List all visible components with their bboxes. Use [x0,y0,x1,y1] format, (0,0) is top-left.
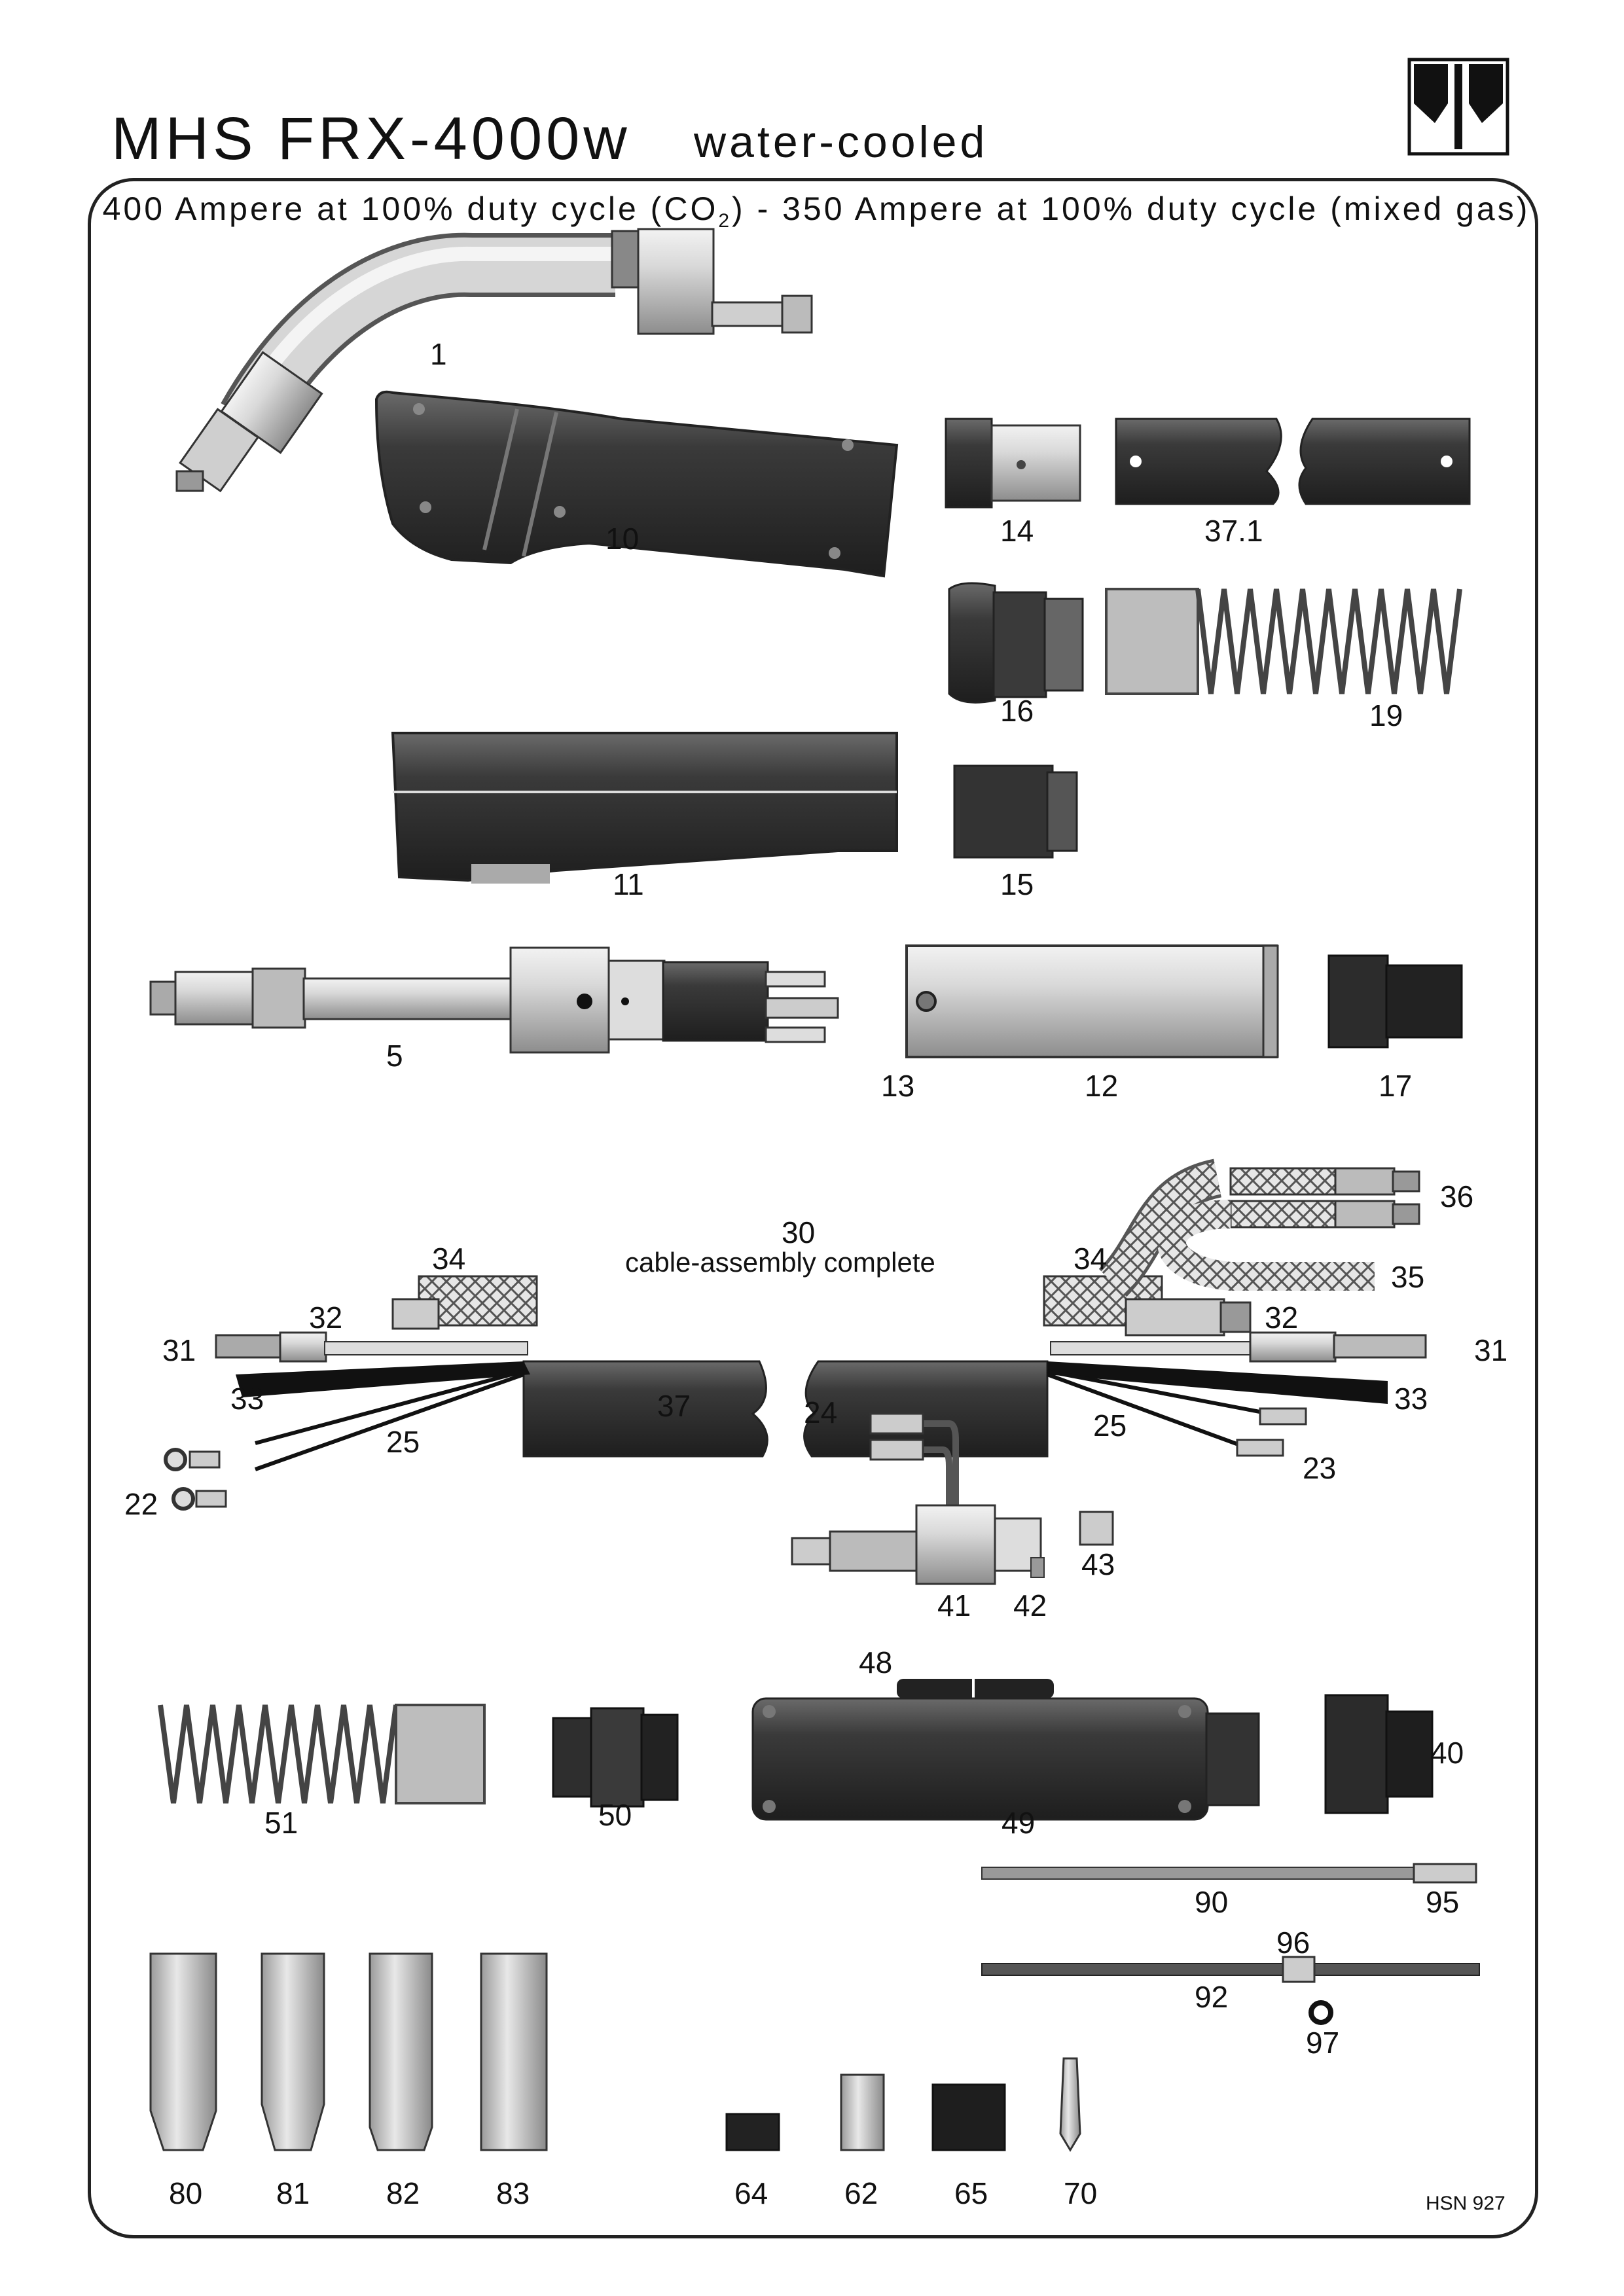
nozzle-part-81 [261,1952,325,2151]
callout-12: 12 [1085,1069,1119,1103]
callout-14: 14 [1000,514,1034,548]
callout-33-right: 33 [1394,1382,1428,1416]
page-title: MHS FRX-4000w [111,105,631,172]
callout-95: 95 [1426,1885,1460,1919]
callout-41: 41 [937,1588,971,1623]
callout-81: 81 [276,2176,310,2210]
callout-80: 80 [169,2176,203,2210]
part-14 [945,418,1081,509]
part-65 [931,2083,1006,2151]
callout-1: 1 [430,337,447,371]
part-15 [953,764,1078,859]
callout-92: 92 [1195,1980,1229,2014]
spring-part-19 [1105,588,1462,695]
sleeve-part-12 [905,944,1279,1058]
callout-22: 22 [124,1487,158,1521]
body-part-5 [149,946,839,1054]
callout-32-left: 32 [309,1300,343,1335]
callout-34-left: 34 [432,1242,466,1276]
contact-tip-part-70 [1059,2057,1081,2152]
callout-23: 23 [1303,1451,1337,1485]
callout-40: 40 [1430,1736,1464,1770]
callout-17: 17 [1379,1069,1413,1103]
nozzle-part-83 [480,1952,548,2151]
nozzle-part-80 [149,1952,217,2151]
callout-16: 16 [1000,694,1034,728]
callout-62: 62 [844,2176,878,2210]
callout-33-left: 33 [230,1382,264,1416]
handle-part-49 [751,1679,1260,1821]
cable-assembly-part-30 [164,1158,1427,1511]
callout-43: 43 [1081,1547,1115,1581]
callout-30: 30 [782,1215,816,1249]
liner-part-92 [981,1956,1480,2025]
liner-part-90 [981,1863,1477,1884]
callout-37-1: 37.1 [1204,514,1263,548]
callout-24: 24 [804,1395,838,1429]
callout-34-right: 34 [1074,1242,1108,1276]
callout-10: 10 [605,522,640,556]
callout-97: 97 [1306,2026,1340,2060]
callout-11: 11 [613,867,644,901]
part-64 [725,2113,780,2151]
callout-35: 35 [1391,1260,1425,1294]
handle-shell-part-11 [391,732,898,884]
callout-15: 15 [1000,867,1034,901]
page-subtitle: water-cooled [694,117,988,167]
callout-36: 36 [1440,1179,1474,1213]
logo-icon [1407,58,1509,156]
callout-51: 51 [264,1806,298,1840]
callout-82: 82 [386,2176,420,2210]
drawing-number: HSN 927 [1426,2193,1506,2214]
callout-83: 83 [496,2176,530,2210]
callout-65: 65 [954,2176,988,2210]
swan-neck-part-1 [175,228,813,493]
callout-70: 70 [1064,2176,1098,2210]
nut-part-40 [1324,1694,1434,1814]
nozzle-part-82 [369,1952,433,2151]
callout-64: 64 [734,2176,768,2210]
part-17 [1327,954,1463,1049]
callout-32-right: 32 [1265,1300,1299,1335]
tube-part-37-1 [1115,418,1471,505]
callout-96: 96 [1276,1926,1310,1960]
callout-90: 90 [1195,1885,1229,1919]
callout-25-left: 25 [386,1425,420,1459]
rating-line: 400 Ampere at 100% duty cycle (CO2) - 35… [102,190,1530,232]
callout-42: 42 [1013,1588,1047,1623]
spring-part-51 [158,1704,486,1804]
diagram-frame [88,178,1538,2238]
part-50 [552,1707,679,1808]
callout-5: 5 [386,1039,403,1073]
callout-31-right: 31 [1474,1333,1508,1367]
cable-assembly-caption: cable-assembly complete [625,1247,935,1278]
connector-part-41 [791,1412,1114,1585]
handle-half-part-10 [374,390,899,578]
callout-25-right: 25 [1093,1408,1127,1443]
callout-37: 37 [657,1389,691,1423]
part-16 [948,582,1084,704]
callout-48: 48 [859,1645,893,1679]
callout-31-left: 31 [162,1333,196,1367]
part-62 [840,2073,885,2151]
callout-49: 49 [1001,1806,1036,1840]
callout-19: 19 [1369,698,1403,732]
callout-13: 13 [881,1069,915,1103]
callout-50: 50 [598,1798,632,1832]
